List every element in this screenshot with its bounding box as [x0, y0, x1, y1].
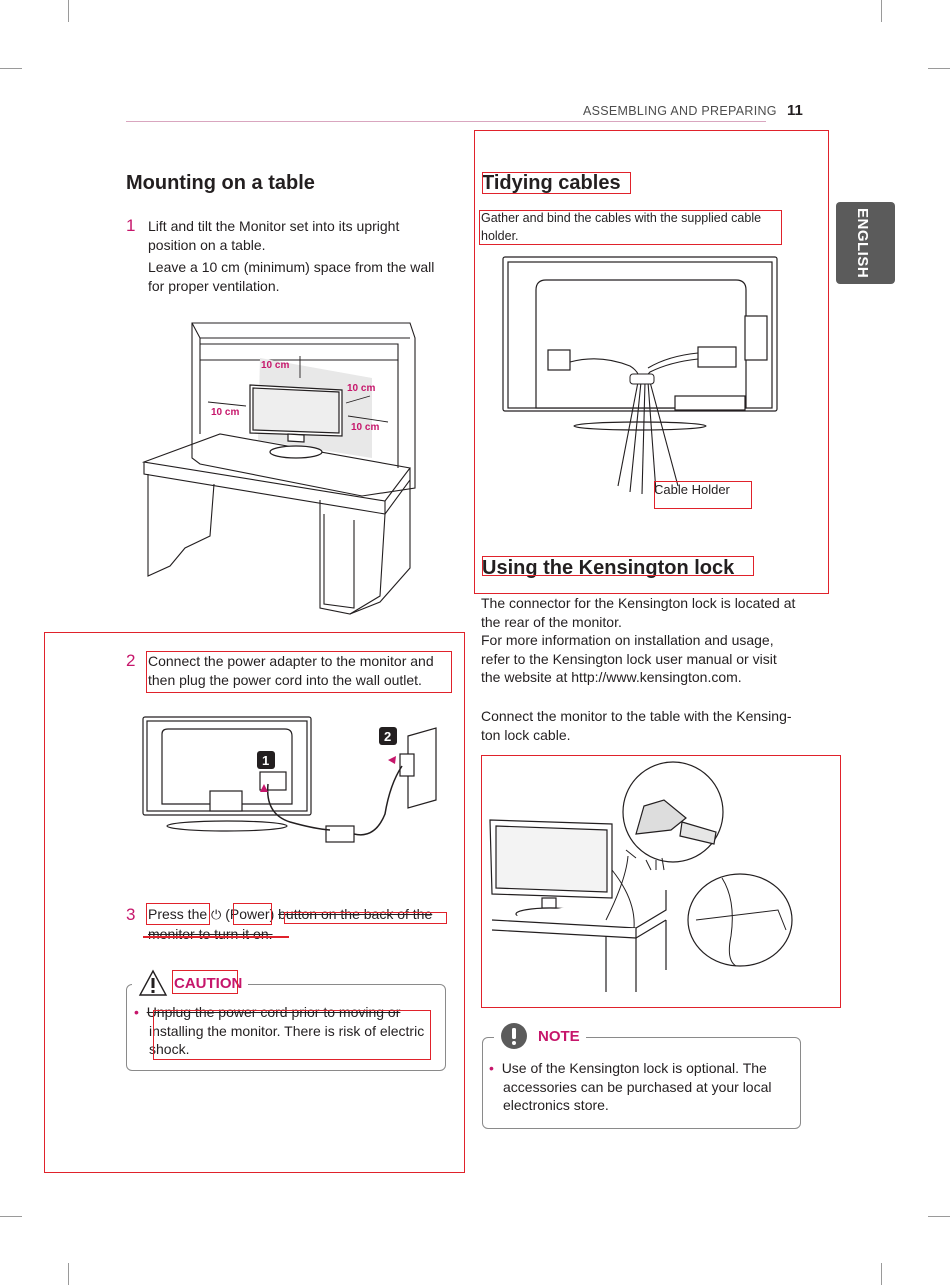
mounting-title: Mounting on a table: [126, 172, 315, 194]
note-line-text: Use of the Kensington lock is optional. …: [501, 1060, 767, 1076]
kensington-line: Connect the monitor to the table with th…: [481, 708, 792, 724]
header-rule: [126, 121, 766, 122]
step-1-line: Leave a 10 cm (minimum) space from the w…: [148, 259, 435, 276]
step-3-line: monitor to turn it on.: [148, 925, 273, 942]
step-2-number: 2: [126, 651, 136, 670]
caution-triangle-icon: [138, 969, 168, 996]
tidying-line: holder.: [481, 228, 519, 243]
annotation-box: [172, 970, 238, 994]
tidying-line: Gather and bind the cables with the supp…: [481, 211, 762, 225]
section-header: ASSEMBLING AND PREPARING: [583, 104, 777, 118]
tidying-text: Gather and bind the cables with the supp…: [481, 210, 761, 245]
annotation-box: [474, 130, 829, 594]
step-3-line: Press the ⏻ (Power) button on the back o…: [148, 905, 453, 925]
kensington-line: the website at http://www.kensington.com…: [481, 669, 742, 686]
step-1-line: position on a table.: [148, 236, 266, 253]
step-1-number: 1: [126, 216, 136, 235]
step-3-part: button on the back of the: [278, 906, 433, 922]
step-2-line: Connect the power adapter to the monitor…: [148, 653, 434, 669]
step-3-number: 3: [126, 905, 136, 924]
kensington-line: the rear of the monitor.: [481, 613, 622, 630]
annotation-box: [482, 556, 754, 576]
annotation-box: [654, 481, 752, 509]
page-number: 11: [787, 102, 803, 119]
kensington-title: Using the Kensington lock: [482, 557, 735, 579]
note-exclamation-icon: [501, 1023, 527, 1049]
crop-mark: [0, 68, 22, 69]
crop-mark: [68, 1263, 69, 1285]
kensington-line: ton lock cable.: [481, 726, 571, 743]
annotation-box: [481, 755, 841, 1008]
annotation-box: [479, 210, 782, 245]
crop-mark: [0, 1216, 22, 1217]
step-1-text: Lift and tilt the Monitor set into its u…: [148, 217, 453, 295]
tidying-title: Tidying cables: [482, 172, 621, 194]
clearance-left-label: 10 cm: [211, 407, 239, 418]
power-connection-illustration: 1 2: [142, 716, 437, 843]
cable-holder-illustration: [502, 256, 778, 495]
caution-text: • Unplug the power cord prior to moving …: [134, 1003, 440, 1059]
badge-1: 1: [262, 753, 269, 768]
caution-box: [126, 984, 446, 1071]
annotation-box: [146, 651, 452, 693]
clearance-right-upper-label: 10 cm: [347, 383, 375, 394]
caution-line-text: Unplug the power cord prior to moving or: [146, 1004, 401, 1020]
kensington-lock-illustration: [489, 761, 793, 992]
note-heading: NOTE: [494, 1021, 586, 1051]
desk-clearance-illustration: 10 cm 10 cm 10 cm 10 cm: [141, 322, 416, 615]
kensington-line: The connector for the Kensington lock is…: [481, 595, 796, 611]
crop-mark: [928, 1216, 950, 1217]
note-box: [482, 1037, 801, 1129]
crop-mark: [68, 0, 69, 22]
kensington-line: For more information on installation and…: [481, 632, 774, 649]
note-line: • Use of the Kensington lock is optional…: [489, 1060, 767, 1076]
annotation-underline: [143, 936, 289, 938]
language-tab-label: ENGLISH: [854, 208, 871, 279]
badge-2: 2: [384, 729, 391, 744]
caution-line: installing the monitor. There is risk of…: [149, 1022, 425, 1039]
caution-title: CAUTION: [174, 974, 243, 992]
kensington-paragraph-1: The connector for the Kensington lock is…: [481, 594, 811, 687]
crop-mark: [881, 1263, 882, 1285]
annotation-box: [233, 903, 272, 925]
step-3-part: Press the: [148, 906, 208, 922]
annotation-box: [153, 1010, 431, 1060]
note-text: • Use of the Kensington lock is optional…: [489, 1059, 795, 1115]
step-1-line: Lift and tilt the Monitor set into its u…: [148, 218, 400, 234]
power-icon: ⏻: [211, 907, 222, 922]
kensington-paragraph-2: Connect the monitor to the table with th…: [481, 707, 811, 744]
note-line: electronics store.: [503, 1097, 609, 1114]
cable-holder-label: Cable Holder: [654, 482, 730, 497]
annotation-box: [284, 912, 447, 924]
step-2-line: then plug the power cord into the wall o…: [148, 671, 422, 688]
language-tab[interactable]: ENGLISH: [836, 202, 895, 284]
step-3-power-label: (Power): [225, 906, 275, 922]
annotation-box: [44, 632, 465, 1173]
crop-mark: [881, 0, 882, 22]
caution-line: • Unplug the power cord prior to moving …: [134, 1004, 401, 1020]
annotation-box: [482, 172, 631, 194]
kensington-line: refer to the Kensington lock user manual…: [481, 650, 777, 667]
step-1-line: for proper ventilation.: [148, 277, 280, 294]
step-3-text: Press the ⏻ (Power) button on the back o…: [148, 905, 453, 943]
caution-line: shock.: [149, 1041, 190, 1058]
annotation-box: [146, 903, 210, 925]
crop-mark: [928, 68, 950, 69]
note-title: NOTE: [538, 1027, 580, 1045]
step-2-text: Connect the power adapter to the monitor…: [148, 652, 453, 689]
clearance-right-lower-label: 10 cm: [351, 422, 379, 433]
note-line: accessories can be purchased at your loc…: [503, 1078, 772, 1095]
clearance-top-label: 10 cm: [261, 360, 289, 371]
